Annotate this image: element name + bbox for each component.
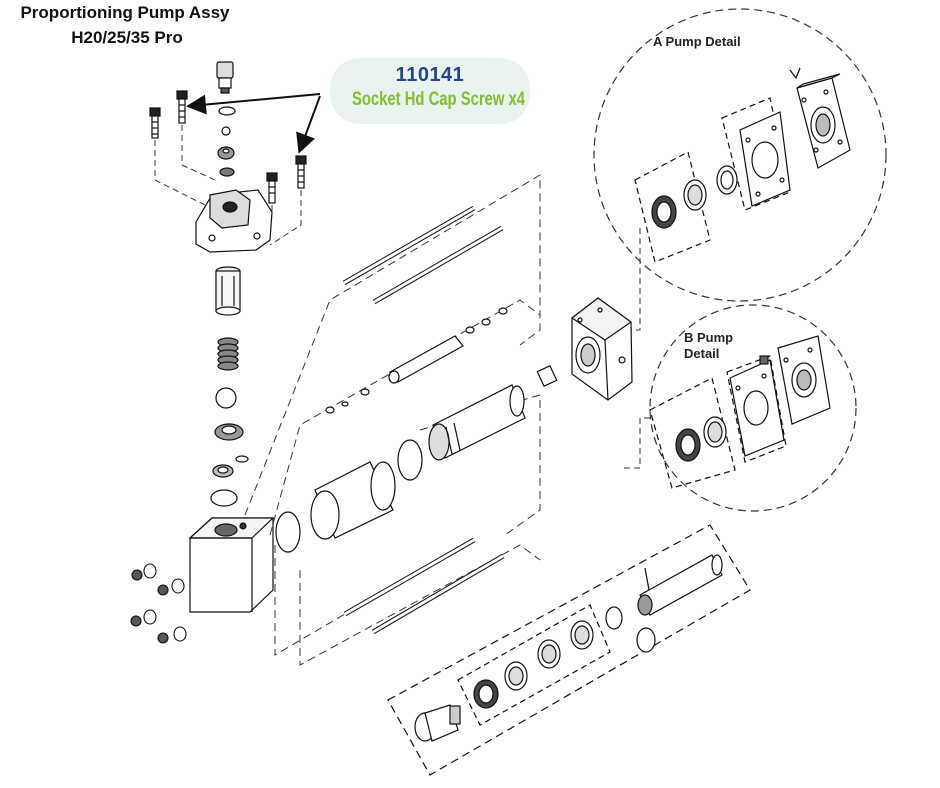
a-plate-frame <box>721 97 791 211</box>
piston-sleeve <box>428 384 526 461</box>
b-pump-detail-line-2: Detail <box>684 346 720 361</box>
b-plate-frame <box>726 355 787 463</box>
inlet-spring <box>217 337 239 371</box>
inlet-valve-stack <box>195 61 273 507</box>
title-line-1: Proportioning Pump Assy <box>20 3 230 22</box>
check-ball-large <box>215 387 237 409</box>
nut-washer-3 <box>130 609 157 627</box>
cap-screws <box>149 90 307 204</box>
b-seal-dark <box>675 428 701 462</box>
pump-block <box>570 297 633 401</box>
valve-seat-small <box>217 146 235 160</box>
outlet-valve-plug <box>216 61 234 94</box>
diagram-title: Proportioning Pump Assy H20/25/35 Pro <box>0 0 250 50</box>
cylinder-o-ring-left <box>275 511 301 553</box>
lower-guide-frame <box>387 524 751 776</box>
o-ring-small-1 <box>218 106 236 116</box>
b-pump-detail-label: B Pump Detail <box>684 330 733 362</box>
lower-inner-frame <box>457 604 611 726</box>
title-line-2: H20/25/35 Pro <box>71 28 183 47</box>
tie-rod-3 <box>343 537 476 617</box>
seat-washer <box>212 464 234 478</box>
piston-rod-assembly <box>275 307 558 553</box>
b-bearing <box>703 416 727 448</box>
a-guide-frame <box>634 151 711 263</box>
rod-washer-1 <box>360 388 370 396</box>
rod-washer-3 <box>341 401 349 407</box>
rod-washer-2 <box>325 406 335 414</box>
a-pump-detail-circle <box>593 8 887 302</box>
lower-bearing-3 <box>570 620 594 650</box>
cap-screw-2 <box>176 90 188 124</box>
cylinder-o-ring-right <box>397 439 423 481</box>
lower-o-ring-1 <box>605 606 623 630</box>
nut-washer-1 <box>131 563 157 581</box>
inlet-seat <box>214 423 244 441</box>
lower-pump-assembly <box>387 524 751 776</box>
a-pump-detail-label: A Pump Detail <box>653 34 741 49</box>
a-end-plate <box>796 73 851 169</box>
piston-head <box>414 704 461 742</box>
callout-description: Socket Hd Cap Screw x4 <box>352 89 525 110</box>
b-end-plate <box>777 335 831 425</box>
rod-o-ring-3 <box>498 307 508 315</box>
tie-rod-1 <box>342 205 476 286</box>
lower-bearing-2 <box>537 639 561 669</box>
b-pump-detail-line-1: B Pump <box>684 330 734 345</box>
b-gasket-plate <box>729 359 785 457</box>
rod-o-ring-2 <box>481 318 491 326</box>
b-detail-leader <box>622 417 650 469</box>
a-detail-leader <box>631 228 641 331</box>
displacement-rod-lower <box>637 554 723 616</box>
washer-small <box>219 167 235 177</box>
b-fitting <box>759 355 769 365</box>
part-callout: 110141 Socket Hd Cap Screw x4 <box>330 58 530 124</box>
a-bearing <box>683 179 707 211</box>
nut-washer-2 <box>157 578 185 596</box>
tie-rod-2 <box>372 225 504 305</box>
lower-bearing-1 <box>504 661 528 691</box>
pump-cylinder <box>310 461 396 540</box>
displacement-rod <box>388 335 464 384</box>
a-pump-detail-parts <box>634 67 851 263</box>
nuts-and-washers <box>130 563 187 644</box>
rod-o-ring-1 <box>465 326 475 334</box>
check-ball-small <box>221 126 231 136</box>
b-pump-detail-circle <box>649 304 857 512</box>
cap-screw-3 <box>266 172 278 204</box>
a-gasket-plate <box>739 111 791 207</box>
fitting-small <box>536 364 558 388</box>
a-seal-dark <box>651 195 677 229</box>
callout-part-number: 110141 <box>395 64 465 86</box>
a-o-ring <box>716 165 738 195</box>
o-ring-small-2 <box>235 455 249 463</box>
cap-screw-1 <box>149 107 161 139</box>
b-pump-detail-parts <box>649 335 831 489</box>
a-marker-tick <box>789 67 801 80</box>
o-ring-large <box>210 489 238 507</box>
outlet-housing <box>195 189 273 253</box>
tie-rods <box>342 205 505 635</box>
lower-o-ring-2 <box>636 627 656 653</box>
b-guide-frame <box>649 377 736 489</box>
inlet-cage <box>215 266 241 316</box>
cap-screw-4 <box>295 155 307 189</box>
nut-washer-4 <box>157 626 187 644</box>
tie-rod-4 <box>371 553 505 635</box>
callout-arrows <box>186 93 321 154</box>
inlet-block <box>188 517 275 613</box>
lower-seal-dark <box>473 679 499 709</box>
